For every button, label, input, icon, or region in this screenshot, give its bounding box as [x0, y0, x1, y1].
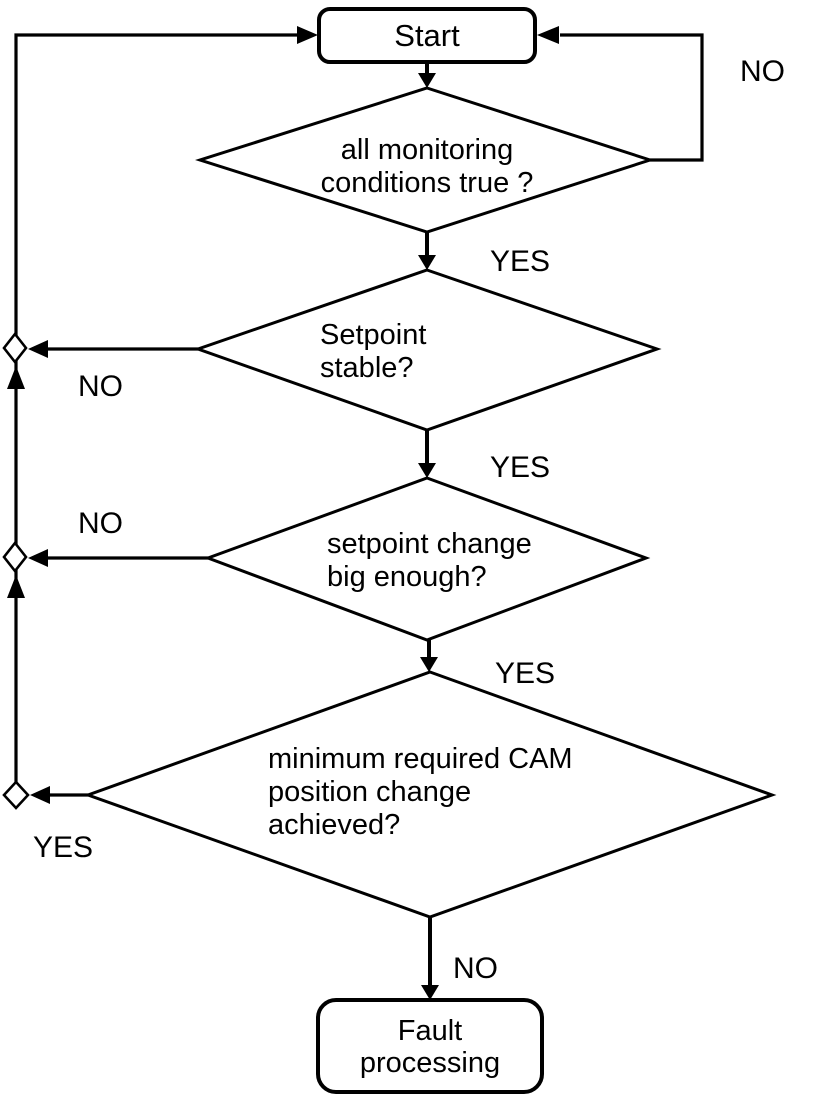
junction-connector-2	[2, 540, 28, 574]
decision-cam-label-line3: achieved?	[268, 809, 400, 841]
node-group: Start all monitoring conditions true ? S…	[83, 7, 777, 1094]
label-stable-yes: YES	[490, 451, 550, 484]
arrowhead-into-cam	[420, 657, 438, 672]
start-node-label: Start	[394, 18, 460, 53]
edge-monitoring-no-loop	[560, 33, 704, 162]
decision-change-label-line1: setpoint change	[327, 528, 532, 560]
decision-cam-label-line1: minimum required CAM	[268, 743, 573, 775]
label-cam-yes: YES	[33, 831, 93, 864]
start-node	[317, 7, 537, 64]
edge-return-rail	[14, 33, 300, 795]
arrowhead-group	[7, 26, 559, 1000]
arrowhead-into-junction-2	[28, 549, 48, 567]
arrowhead-into-start-left	[297, 26, 318, 44]
label-change-yes: YES	[495, 657, 555, 690]
arrowhead-into-junction-1	[28, 340, 48, 358]
fault-node-label-line2: processing	[360, 1047, 500, 1079]
decision-monitoring-conditions	[195, 86, 655, 234]
edge-group	[14, 33, 704, 987]
decision-setpoint-change	[203, 476, 651, 642]
label-monitoring-no: NO	[740, 55, 785, 88]
arrowhead-into-start-right	[537, 26, 559, 44]
junction-connector-3	[2, 780, 30, 810]
arrowhead-rail-up-2	[7, 575, 25, 598]
decision-cam-position	[83, 670, 777, 919]
decision-setpoint-stable	[193, 268, 662, 432]
junction-group	[2, 331, 30, 810]
decision-cam-label-line2: position change	[268, 776, 471, 808]
decision-monitoring-label-line2: conditions true ?	[321, 167, 534, 199]
arrowhead-into-stable	[418, 255, 436, 270]
decision-stable-label-line2: stable?	[320, 352, 414, 384]
decision-stable-label-line1: Setpoint	[320, 319, 426, 351]
arrowhead-into-change	[418, 463, 436, 478]
fault-node-label-line1: Fault	[398, 1015, 462, 1047]
arrowhead-rail-up-1	[7, 366, 25, 389]
edge-label-group: NO YES NO YES NO YES YES NO	[33, 55, 785, 985]
decision-change-label-line2: big enough?	[327, 561, 487, 593]
arrowhead-into-monitoring	[418, 73, 436, 88]
fault-processing-node	[316, 998, 544, 1094]
decision-monitoring-label-line1: all monitoring	[341, 134, 513, 166]
label-stable-no: NO	[78, 370, 123, 403]
label-monitoring-yes: YES	[490, 245, 550, 278]
label-change-no: NO	[78, 507, 123, 540]
junction-connector-1	[2, 331, 28, 365]
arrowhead-into-junction-3	[30, 786, 50, 804]
label-cam-no: NO	[453, 952, 498, 985]
arrowhead-into-fault	[421, 985, 439, 1000]
